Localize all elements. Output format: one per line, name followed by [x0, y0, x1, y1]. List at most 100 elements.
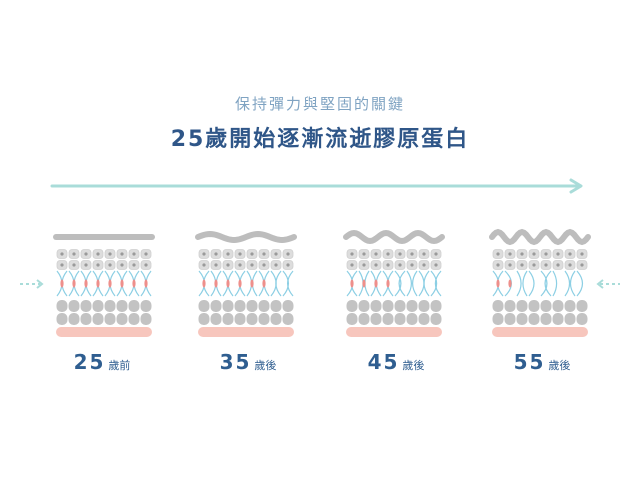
cell-nucleus	[202, 263, 206, 267]
cell-nucleus	[274, 263, 278, 267]
subcutaneous-cell	[80, 313, 92, 325]
cell-nucleus	[262, 252, 266, 256]
base-layer	[198, 327, 294, 337]
subcutaneous-cell	[430, 313, 442, 325]
subcutaneous-cell	[418, 313, 430, 325]
age-unit: 歲後	[254, 359, 277, 372]
cell-nucleus	[120, 252, 124, 256]
elastin-fiber	[434, 270, 442, 297]
subcutaneous-cell	[528, 313, 540, 325]
subcutaneous-cell	[516, 300, 528, 312]
subcutaneous-cell	[394, 313, 406, 325]
cell-nucleus	[250, 263, 254, 267]
subcutaneous-cell	[406, 313, 418, 325]
elastin-fiber	[412, 270, 418, 297]
base-layer	[346, 327, 442, 337]
subcutaneous-cell	[92, 313, 104, 325]
stage-45	[343, 229, 445, 337]
cell-nucleus	[556, 263, 560, 267]
subcutaneous-cell	[104, 300, 116, 312]
age-unit: 歲後	[402, 359, 425, 372]
right-arrow-head	[596, 279, 604, 289]
surface-layer	[489, 228, 591, 246]
subcutaneous-cell	[56, 313, 68, 325]
subcutaneous-cell	[104, 313, 116, 325]
cell-nucleus	[84, 263, 88, 267]
subcutaneous-cell	[234, 300, 246, 312]
cell-nucleus	[508, 263, 512, 267]
collagen-fiber	[96, 279, 100, 288]
stage-35	[195, 230, 297, 337]
stage-55	[489, 228, 591, 337]
stage-25	[53, 234, 155, 337]
subcutaneous-cell	[116, 313, 128, 325]
subcutaneous-cell	[222, 300, 234, 312]
cell-nucleus	[238, 263, 242, 267]
subcutaneous-cell	[140, 313, 152, 325]
age-unit: 歲後	[548, 359, 571, 372]
cell-nucleus	[508, 252, 512, 256]
subcutaneous-cell	[346, 300, 358, 312]
subcutaneous-cell	[564, 313, 576, 325]
subcutaneous-cell	[492, 313, 504, 325]
collagen-fiber	[362, 279, 366, 288]
cell-nucleus	[362, 263, 366, 267]
cell-nucleus	[580, 252, 584, 256]
collagen-fiber	[120, 279, 124, 288]
base-layer	[492, 327, 588, 337]
cell-nucleus	[568, 252, 572, 256]
cell-nucleus	[398, 263, 402, 267]
collagen-fiber	[262, 279, 266, 288]
cell-nucleus	[398, 252, 402, 256]
cell-nucleus	[520, 252, 524, 256]
subcutaneous-cell	[116, 300, 128, 312]
subcutaneous-cell	[346, 313, 358, 325]
cell-nucleus	[226, 263, 230, 267]
elastin-fiber	[569, 270, 576, 297]
surface-layer	[343, 229, 445, 245]
subcutaneous-cell	[370, 300, 382, 312]
subcutaneous-cell	[540, 313, 552, 325]
cell-nucleus	[214, 263, 218, 267]
cell-nucleus	[60, 252, 64, 256]
subcutaneous-cell	[504, 300, 516, 312]
subcutaneous-cell	[56, 300, 68, 312]
cell-nucleus	[434, 252, 438, 256]
subcutaneous-cell	[68, 300, 80, 312]
subcutaneous-cell	[394, 300, 406, 312]
cell-nucleus	[274, 252, 278, 256]
elastin-fiber	[564, 270, 571, 297]
subcutaneous-cell	[198, 300, 210, 312]
age-number: 35	[219, 350, 252, 374]
cell-nucleus	[96, 252, 100, 256]
elastin-fiber	[282, 270, 289, 297]
collagen-fiber	[374, 279, 378, 288]
subcutaneous-cell	[68, 313, 80, 325]
cell-nucleus	[532, 252, 536, 256]
subcutaneous-cell	[198, 313, 210, 325]
subcutaneous-cell	[246, 313, 258, 325]
cell-nucleus	[422, 252, 426, 256]
cell-nucleus	[226, 252, 230, 256]
subcutaneous-cell	[576, 313, 588, 325]
cell-nucleus	[496, 263, 500, 267]
cell-nucleus	[286, 252, 290, 256]
subcutaneous-cell	[128, 313, 140, 325]
cell-nucleus	[238, 252, 242, 256]
cell-nucleus	[350, 263, 354, 267]
base-layer	[56, 327, 152, 337]
cell-nucleus	[202, 252, 206, 256]
elastin-fiber	[552, 270, 558, 297]
timeline-arrow	[50, 178, 583, 194]
subcutaneous-cell	[430, 300, 442, 312]
cell-nucleus	[544, 263, 548, 267]
elastin-fiber	[516, 270, 522, 297]
elastin-fiber	[430, 270, 438, 297]
collagen-fiber	[108, 279, 112, 288]
subcutaneous-cell	[234, 313, 246, 325]
subcutaneous-cell	[382, 300, 394, 312]
subcutaneous-cell	[382, 313, 394, 325]
